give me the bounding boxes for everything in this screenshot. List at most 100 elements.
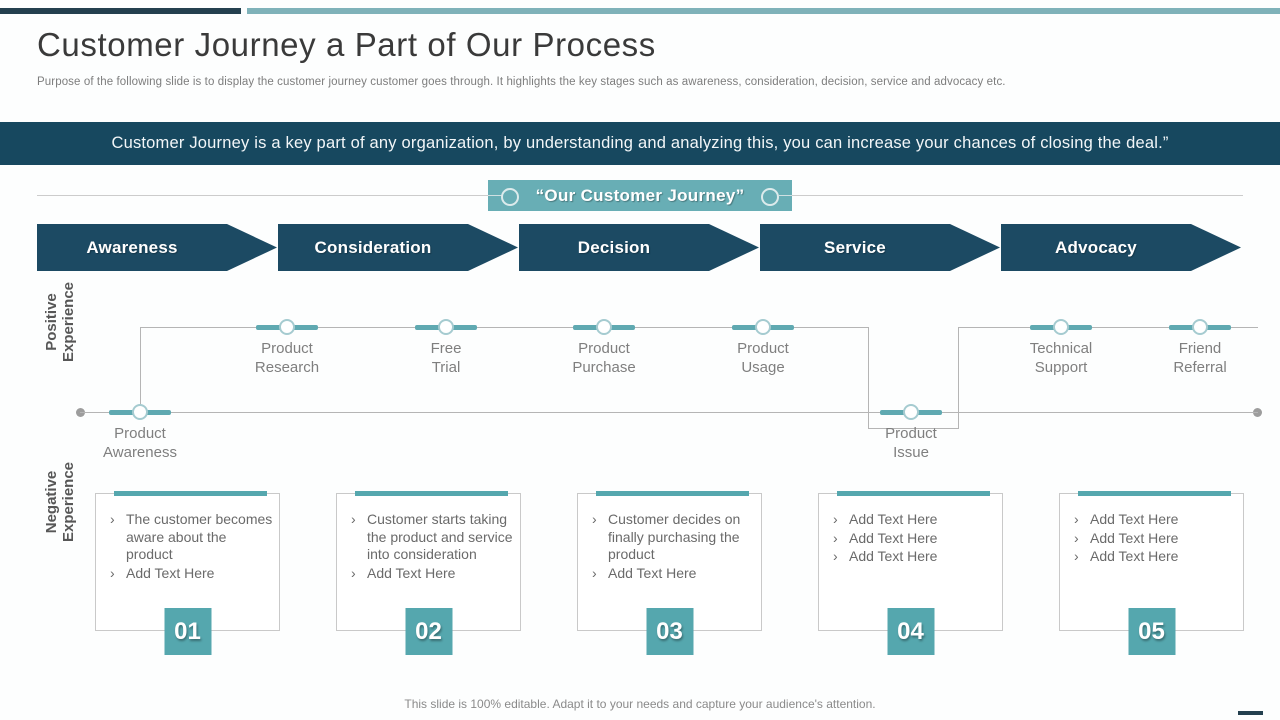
footer-note: This slide is 100% editable. Adapt it to… [404,697,876,711]
badge-connector-left [488,195,502,196]
card-bullet-text: Add Text Here [1090,548,1179,564]
card-number-badge: 02 [405,608,452,655]
top-accent-bar-teal [247,8,1280,14]
card-bullet-list: › Customer decides on finally purchasing … [578,494,761,582]
stage-arrow-label: Advocacy [1055,237,1137,257]
card-number-badge: 03 [646,608,693,655]
card-accent-bar [1078,491,1231,496]
bullet-chevron-icon: › [351,511,356,527]
card-bullet-list: › Customer starts taking the product and … [337,494,520,582]
stage-arrow-label: Decision [577,237,651,257]
card-accent-bar [355,491,508,496]
stage-card-01: › The customer becomes aware about the pr… [95,491,280,655]
touchpoint-label: Product Usage [737,340,789,376]
badge-connector-right [778,195,792,196]
touchpoint-marker-circle-icon [438,319,454,335]
card-bullet-text: Add Text Here [608,564,697,581]
card-number-badge: 04 [887,608,934,655]
stage-card-05: › Add Text Here › Add Text Here › Add Text He… [1059,491,1244,655]
card-bullet-item: › Add Text Here [1074,530,1237,548]
stage-arrow-advocacy: Advocacy [1001,224,1241,271]
bullet-chevron-icon: › [1074,529,1079,546]
bullet-chevron-icon: › [592,511,597,527]
stage-arrow-label: Consideration [314,237,432,257]
card-bullet-text: Customer decides on finally purchasing t… [608,511,741,562]
journey-baseline [80,412,1258,413]
slide-subtitle: Purpose of the following slide is to dis… [37,76,1006,88]
touchpoint-label: Product Purchase [572,340,636,376]
bullet-chevron-icon: › [110,564,115,581]
journey-high-segment-b [958,327,1258,328]
card-bullet-text: Add Text Here [849,529,938,546]
bullet-chevron-icon: › [1074,548,1079,564]
touchpoint-marker-circle-icon [1192,319,1208,335]
bullet-chevron-icon: › [592,564,597,581]
journey-dip-right-segment [958,327,959,428]
card-bullet-item: › The customer becomes aware about the pr… [110,511,273,564]
card-bullet-text: Add Text Here [849,511,938,527]
touchpoint-marker-circle-icon [132,404,148,420]
axis-label-positive: Positive Experience [43,281,77,363]
touchpoint-marker-circle-icon [755,319,771,335]
card-bullet-item: › Customer starts taking the product and … [351,511,514,564]
bullet-chevron-icon: › [110,511,115,527]
card-bullet-text: The customer becomes aware about the pro… [126,511,273,562]
touchpoint-label: Technical Support [1029,340,1093,376]
card-number-badge: 05 [1128,608,1175,655]
card-bullet-item: › Add Text Here [833,530,996,548]
bottom-accent-dash [1238,711,1263,715]
stage-card-02: › Customer starts taking the product and … [336,491,521,655]
stage-arrow-service: Service [760,224,1000,271]
card-bullet-item: › Add Text Here [833,511,996,529]
top-accent-bar-dark [0,8,241,14]
card-accent-bar [596,491,749,496]
journey-high-segment-a [140,327,868,328]
bullet-chevron-icon: › [351,564,356,581]
bullet-chevron-icon: › [833,529,838,546]
card-bullet-text: Add Text Here [126,564,215,581]
card-bullet-item: › Add Text Here [1074,511,1237,529]
touchpoint-marker-circle-icon [1053,319,1069,335]
section-badge: “Our Customer Journey” [488,180,792,211]
badge-circle-right-icon [761,187,779,206]
card-bullet-item: › Add Text Here [1074,548,1237,566]
card-bullet-item: › Add Text Here [833,548,996,566]
touchpoint-marker-circle-icon [903,404,919,420]
touchpoint-label: Friend Referral [1173,340,1227,376]
card-bullet-text: Add Text Here [1090,529,1179,546]
journey-rise-segment [140,327,141,413]
journey-dip-bottom-segment [868,428,959,429]
bullet-chevron-icon: › [833,511,838,527]
bullet-chevron-icon: › [1074,511,1079,527]
card-accent-bar [837,491,990,496]
touchpoint-label: Product Awareness [103,425,177,461]
stage-arrow-awareness: Awareness [37,224,277,271]
journey-dip-left-segment [868,327,869,428]
card-bullet-list: › The customer becomes aware about the pr… [96,494,279,582]
badge-circle-left-icon [501,187,519,206]
stage-arrow-decision: Decision [519,224,759,271]
touchpoint-label: Product Research [254,340,320,376]
stage-arrow-label: Service [824,237,886,257]
quote-banner: Customer Journey is a key part of any or… [0,122,1280,165]
stage-card-04: › Add Text Here › Add Text Here › Add Text He… [818,491,1003,655]
card-bullet-text: Customer starts taking the product and s… [367,511,513,562]
card-bullet-text: Add Text Here [1090,511,1179,527]
card-bullet-item: › Add Text Here [592,565,755,583]
card-bullet-list: › Add Text Here › Add Text Here › Add Text He… [1060,494,1243,566]
page-title: Customer Journey a Part of Our Process [37,26,656,63]
bullet-chevron-icon: › [833,548,838,564]
touchpoint-marker-circle-icon [596,319,612,335]
touchpoint-label: Free Trial [430,340,462,376]
card-bullet-item: › Add Text Here [351,565,514,583]
card-accent-bar [114,491,267,496]
stage-arrow-consideration: Consideration [278,224,518,271]
card-bullet-text: Add Text Here [367,564,456,581]
card-bullet-item: › Add Text Here [110,565,273,583]
card-bullet-item: › Customer decides on finally purchasing … [592,511,755,564]
stage-card-03: › Customer decides on finally purchasing … [577,491,762,655]
card-bullet-text: Add Text Here [849,548,938,564]
card-bullet-list: › Add Text Here › Add Text Here › Add Text He… [819,494,1002,566]
card-number-badge: 01 [164,608,211,655]
quote-text: Customer Journey is a key part of any or… [111,134,1169,152]
